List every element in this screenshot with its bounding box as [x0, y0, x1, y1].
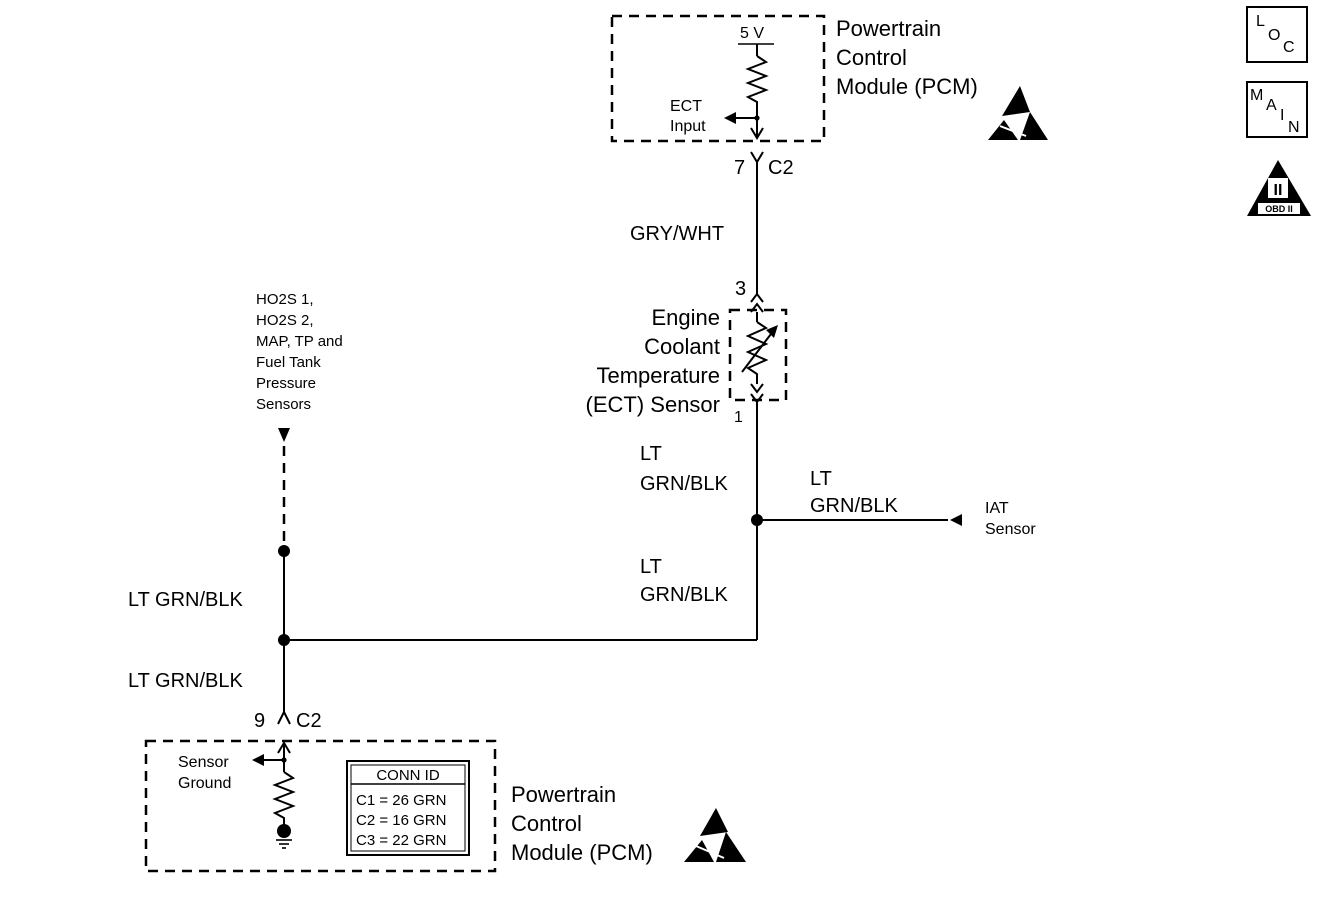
- wire-iat-label-2: GRN/BLK: [810, 495, 898, 517]
- svg-text:M: M: [1250, 87, 1263, 104]
- wire-left-lower-label: LT GRN/BLK: [128, 670, 244, 692]
- pcm-top-input-label-2: Input: [670, 118, 706, 135]
- pcm-bottom-title-2: Control: [511, 811, 582, 836]
- ect-thermistor: [745, 321, 769, 384]
- other-sensors-label-3: MAP, TP and: [256, 333, 343, 350]
- other-sensors-label-1: HO2S 1,: [256, 291, 314, 308]
- iat-connector-icon: [950, 514, 962, 526]
- ect-name-1: Engine: [651, 305, 720, 330]
- svg-text:A: A: [1266, 97, 1277, 114]
- other-sensors-label-6: Sensors: [256, 396, 311, 413]
- ect-name-3: Temperature: [596, 363, 720, 388]
- sensor-ground-arrow-icon: [252, 754, 264, 766]
- pcm-top-input-label-1: ECT: [670, 98, 702, 115]
- other-sensors-label-4: Fuel Tank: [256, 354, 321, 371]
- wire-ect-low-label-2: GRN/BLK: [640, 473, 728, 495]
- ect-pin-bottom: 1: [734, 409, 743, 426]
- wire-left-upper-label: LT GRN/BLK: [128, 589, 244, 611]
- connector-bottom-id: C2: [296, 710, 322, 732]
- svg-text:OBD II: OBD II: [1265, 204, 1293, 214]
- esd-warning-icon: [684, 808, 746, 862]
- ect-pin-top: 3: [735, 278, 746, 300]
- conn-id-row-2: C2 = 16 GRN: [356, 812, 446, 829]
- conn-id-row-3: C3 = 22 GRN: [356, 832, 446, 849]
- esd-warning-icon: [988, 86, 1048, 140]
- pcm-top-voltage: 5 V: [740, 25, 764, 42]
- wire-iat-label-1: LT: [810, 468, 832, 490]
- conn-id-table: CONN ID C1 = 26 GRN C2 = 16 GRN C3 = 22 …: [346, 760, 470, 856]
- wire-ect-low-label-1: LT: [640, 443, 662, 465]
- svg-text:C: C: [1283, 39, 1295, 56]
- connector-bottom-pin: 9: [254, 710, 265, 732]
- other-sensors-connector-icon: [278, 428, 290, 442]
- svg-text:O: O: [1268, 27, 1280, 44]
- ground-icon: [276, 839, 292, 849]
- other-sensors-label-5: Pressure: [256, 375, 316, 392]
- connector-top-id: C2: [768, 157, 794, 179]
- svg-text:I: I: [1280, 107, 1284, 124]
- pcm-bottom-resistor: [272, 771, 296, 826]
- svg-text:L: L: [1256, 13, 1265, 30]
- other-sensors-label-2: HO2S 2,: [256, 312, 314, 329]
- connector-top-pin: 7: [734, 157, 745, 179]
- pcm-top-title-1: Powertrain: [836, 16, 941, 41]
- iat-label-1: IAT: [985, 500, 1009, 517]
- svg-text:II: II: [1274, 182, 1283, 199]
- pcm-bottom-title-3: Module (PCM): [511, 840, 653, 865]
- wire-mid-label-2: GRN/BLK: [640, 584, 728, 606]
- conn-id-row-1: C1 = 26 GRN: [356, 792, 446, 809]
- conn-id-header: CONN ID: [376, 767, 440, 784]
- pcm-bottom-title-1: Powertrain: [511, 782, 616, 807]
- splice-main: [278, 634, 290, 646]
- wire-gry-wht-label: GRY/WHT: [630, 223, 724, 245]
- obd-ii-icon[interactable]: II OBD II: [1247, 160, 1311, 216]
- wire-mid-label-1: LT: [640, 556, 662, 578]
- iat-label-2: Sensor: [985, 521, 1036, 538]
- pcm-top-title-3: Module (PCM): [836, 74, 978, 99]
- sensor-ground-label-2: Ground: [178, 775, 231, 792]
- pcm-top-title-2: Control: [836, 45, 907, 70]
- pcm-top-pullup-resistor: [745, 55, 769, 138]
- ect-input-arrow-icon: [724, 112, 736, 124]
- svg-text:N: N: [1288, 119, 1300, 136]
- main-icon[interactable]: M A I N: [1246, 81, 1308, 138]
- ect-name-4: (ECT) Sensor: [586, 392, 720, 417]
- loc-icon[interactable]: L O C: [1246, 6, 1308, 63]
- pcm-bottom-box: [144, 739, 497, 873]
- pcm-top-box: [610, 14, 826, 143]
- sensor-ground-label-1: Sensor: [178, 754, 229, 771]
- ect-name-2: Coolant: [644, 334, 720, 359]
